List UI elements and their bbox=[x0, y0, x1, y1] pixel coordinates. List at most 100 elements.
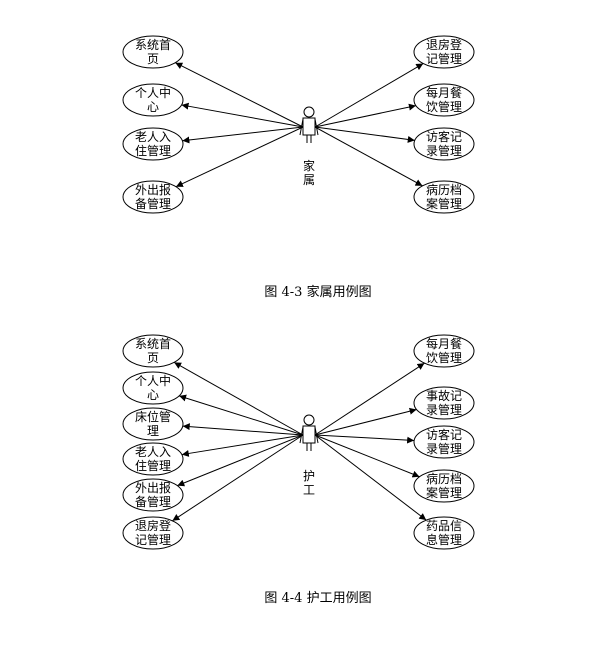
actor-label: 家 bbox=[303, 158, 315, 173]
actor-stick-figure bbox=[299, 106, 319, 143]
association-arrow bbox=[173, 361, 304, 436]
use-case-label: 记管理 bbox=[426, 51, 462, 66]
use-case-label: 系统首 bbox=[135, 38, 171, 52]
use-case-label: 访客记 bbox=[426, 129, 462, 144]
association-arrow bbox=[314, 126, 423, 187]
use-case-label: 老人入 bbox=[135, 130, 171, 144]
use-case-label: 饮管理 bbox=[426, 350, 462, 365]
use-case-label: 个人中 bbox=[135, 373, 171, 388]
association-arrow bbox=[182, 126, 304, 144]
use-case-ellipse bbox=[122, 35, 184, 69]
use-case-label: 备管理 bbox=[135, 494, 171, 509]
actor-label: 属 bbox=[303, 173, 315, 187]
use-case-label: 退房登 bbox=[135, 518, 171, 533]
use-case-label: 录管理 bbox=[426, 143, 462, 158]
actor-body bbox=[302, 117, 316, 136]
actor-left-arm bbox=[299, 426, 304, 444]
use-case-ellipse bbox=[122, 83, 184, 117]
use-case-label: 每月餐 bbox=[426, 336, 462, 351]
use-case-label: 住管理 bbox=[135, 143, 171, 158]
use-case-label: 心 bbox=[147, 388, 159, 402]
use-case-label: 外出报 bbox=[135, 480, 171, 495]
association-arrow bbox=[172, 434, 304, 522]
use-case-label: 理 bbox=[147, 424, 159, 438]
actor-label: 工 bbox=[303, 483, 315, 497]
use-case-ellipse bbox=[122, 442, 184, 476]
use-case-ellipse bbox=[122, 407, 184, 441]
use-case-ellipse bbox=[413, 334, 475, 368]
actor-right-arm bbox=[314, 118, 319, 136]
association-arrow bbox=[314, 63, 424, 128]
use-case-label: 病历档 bbox=[426, 471, 462, 486]
use-case-label: 访客记 bbox=[426, 427, 462, 442]
figure-caption: 图 4-3 家属用例图 bbox=[264, 284, 371, 300]
use-case-label: 备管理 bbox=[135, 196, 171, 211]
actor-right-arm bbox=[314, 426, 319, 444]
use-case-label: 床位管 bbox=[135, 409, 171, 424]
association-arrow bbox=[181, 434, 304, 457]
use-case-label: 录管理 bbox=[426, 402, 462, 417]
use-case-ellipse bbox=[413, 386, 475, 420]
use-case-ellipse bbox=[413, 180, 475, 214]
association-arrow bbox=[314, 126, 415, 143]
use-case-label: 案管理 bbox=[426, 196, 462, 211]
use-case-label: 系统首 bbox=[135, 337, 171, 351]
use-case-label: 退房登 bbox=[426, 37, 462, 52]
association-arrow bbox=[175, 126, 304, 188]
use-case-ellipse bbox=[122, 516, 184, 550]
use-case-ellipse bbox=[122, 127, 184, 161]
association-arrow bbox=[175, 62, 304, 128]
actor-label: 护 bbox=[303, 469, 315, 483]
use-case-ellipse bbox=[122, 371, 184, 405]
use-case-label: 每月餐 bbox=[426, 85, 462, 100]
use-case-ellipse bbox=[122, 180, 184, 214]
use-case-ellipse bbox=[413, 425, 475, 459]
use-case-label: 记管理 bbox=[135, 532, 171, 547]
actor-head bbox=[303, 106, 315, 118]
association-arrow bbox=[314, 434, 427, 521]
actor-left-arm bbox=[299, 118, 304, 136]
use-case-label: 案管理 bbox=[426, 485, 462, 500]
use-case-ellipse bbox=[413, 516, 475, 550]
figure-caption: 图 4-4 护工用例图 bbox=[264, 591, 371, 606]
actor-head bbox=[303, 414, 315, 426]
use-case-label: 页 bbox=[147, 351, 159, 365]
use-case-label: 老人入 bbox=[135, 445, 171, 459]
association-arrow bbox=[314, 434, 420, 478]
use-case-label: 外出报 bbox=[135, 182, 171, 197]
use-case-label: 病历档 bbox=[426, 182, 462, 197]
association-arrow bbox=[181, 102, 304, 128]
use-case-label: 录管理 bbox=[426, 441, 462, 456]
use-case-label: 个人中 bbox=[135, 85, 171, 100]
use-case-ellipse bbox=[122, 334, 184, 368]
association-arrow bbox=[314, 362, 425, 436]
use-case-label: 饮管理 bbox=[426, 99, 462, 114]
use-case-label: 事故记 bbox=[426, 388, 462, 403]
use-case-ellipse bbox=[413, 83, 475, 117]
use-case-ellipse bbox=[122, 478, 184, 512]
association-arrow bbox=[178, 394, 304, 436]
use-case-ellipse bbox=[413, 127, 475, 161]
association-arrow bbox=[177, 434, 304, 487]
use-case-label: 息管理 bbox=[426, 532, 462, 547]
use-case-label: 心 bbox=[147, 100, 159, 114]
